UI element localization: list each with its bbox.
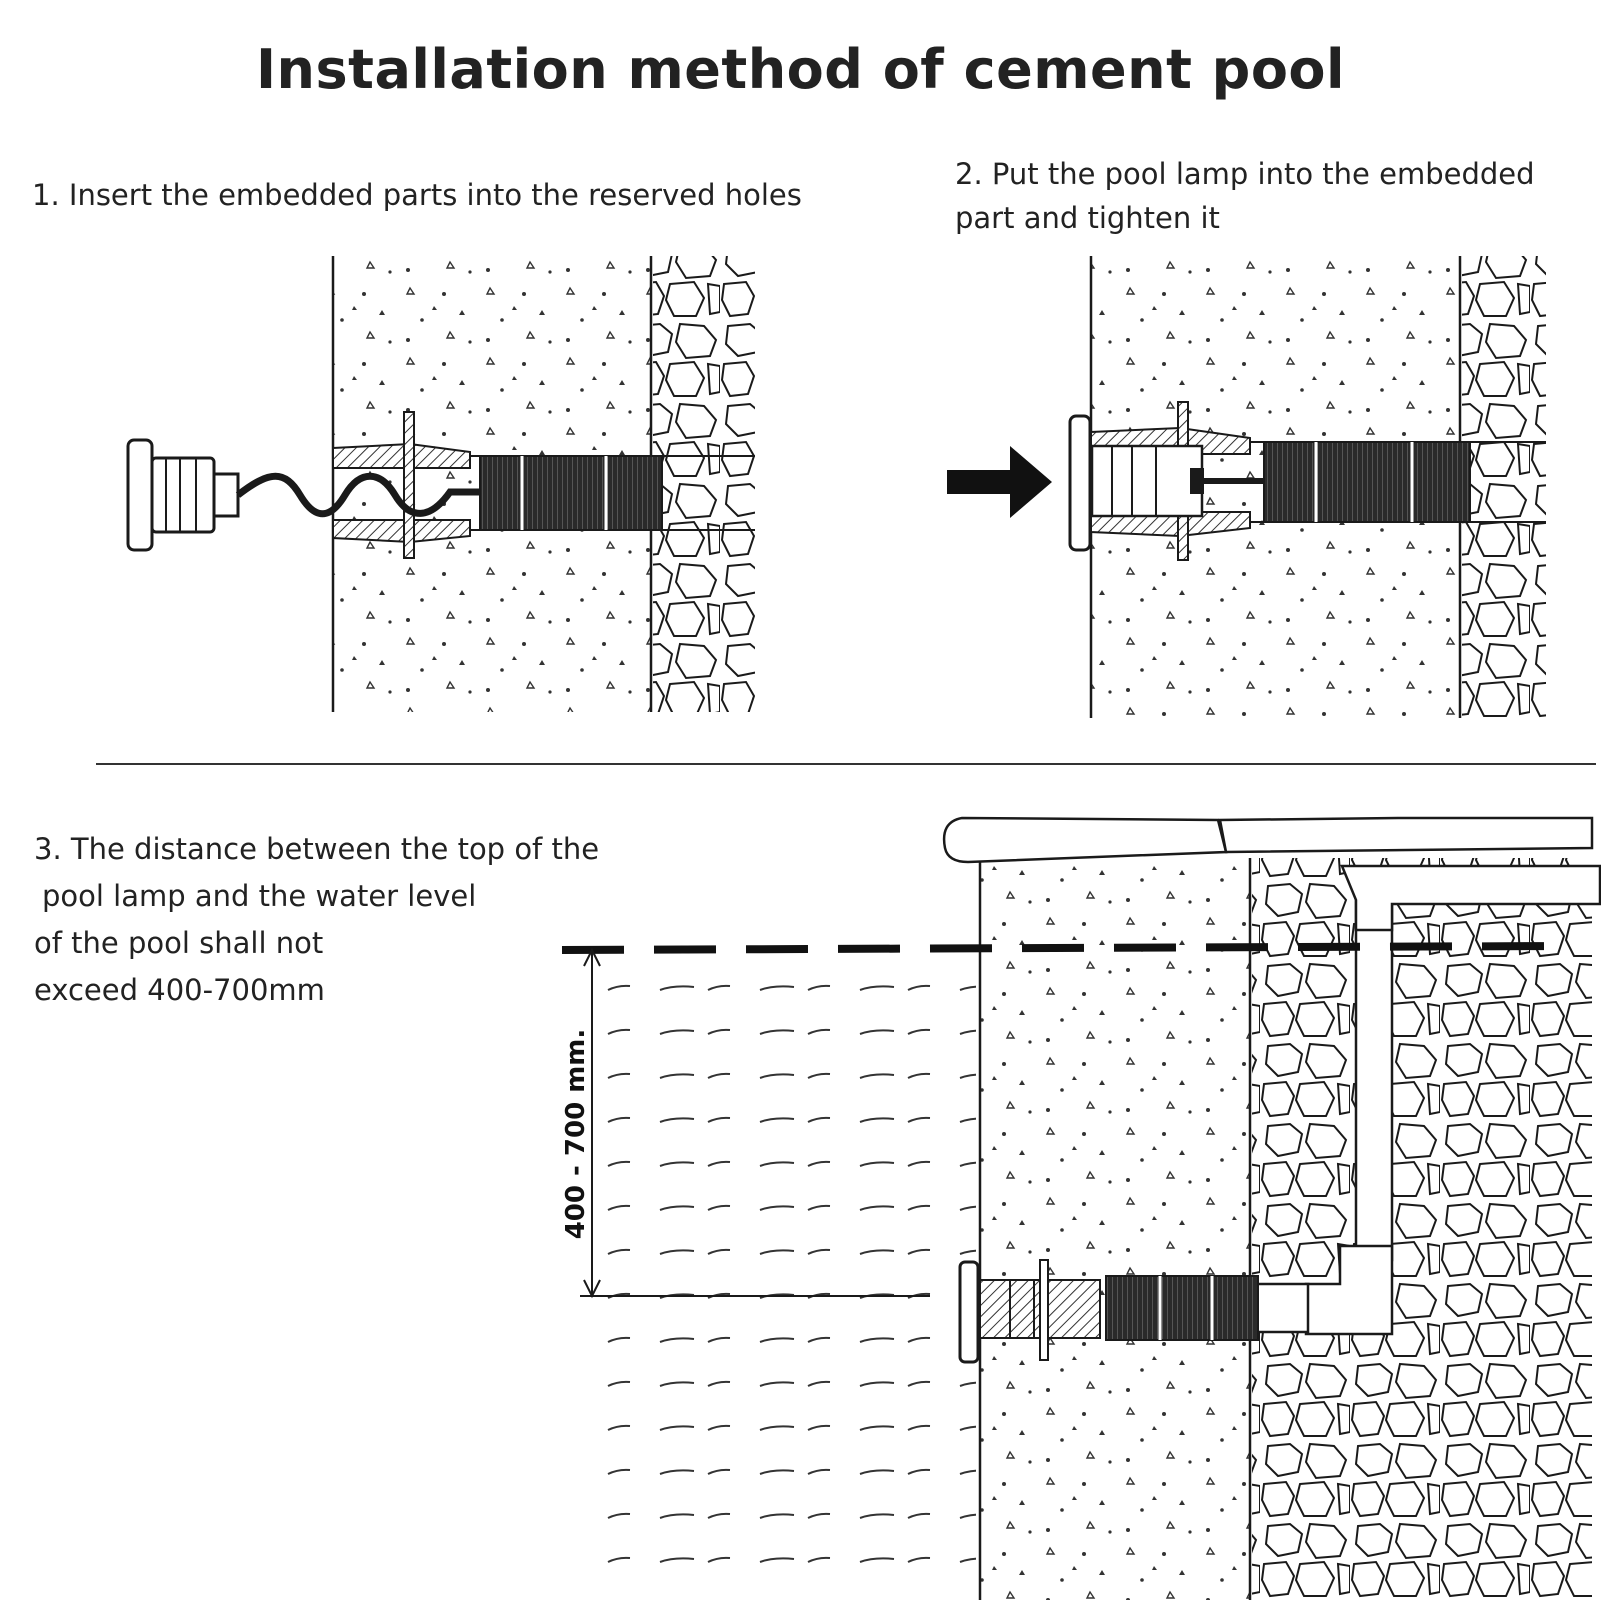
page-title: Installation method of cement pool (255, 38, 1346, 101)
diagram-step-2 (947, 256, 1546, 718)
diagram-step-3: 400 - 700 mm. (561, 816, 1601, 1600)
pipe-elbow-icon (1254, 864, 1601, 1336)
dimension-label: 400 - 700 mm. (561, 1029, 591, 1240)
step-2-line-2: part and tighten it (955, 201, 1220, 235)
water-level-line (561, 942, 1561, 954)
pool-lamp-installed-icon (1068, 414, 1264, 552)
pool-water (596, 952, 976, 1600)
conduit-1 (479, 455, 663, 531)
step-3-text: 3. The distance between the top of the p… (34, 826, 634, 1014)
stone-layer-2 (1462, 256, 1546, 718)
diagram-step-1 (126, 256, 755, 712)
step-3-line-3: of the pool shall not (34, 926, 324, 960)
concrete-wall-3 (980, 858, 1250, 1600)
arrow-right-icon (947, 446, 1052, 518)
pool-coping (942, 816, 1228, 864)
step-1-text: 1. Insert the embedded parts into the re… (32, 178, 802, 212)
lamp-cable-1 (235, 472, 480, 518)
step-3-line-4: exceed 400-700mm (34, 973, 325, 1007)
pool-lamp-icon (126, 438, 240, 552)
step-2-line-1: 2. Put the pool lamp into the embedded (955, 157, 1535, 191)
section-divider (96, 763, 1596, 765)
conduit-2 (1263, 441, 1471, 523)
stone-layer-3 (1252, 858, 1592, 1600)
embedded-part-1 (332, 411, 471, 559)
step-2-text: 2. Put the pool lamp into the embedded p… (955, 152, 1575, 240)
pool-lamp-wall-icon (958, 1259, 1101, 1364)
step-3-line-2: pool lamp and the water level (42, 879, 477, 913)
step-3-line-1: 3. The distance between the top of the (34, 832, 600, 866)
conduit-3 (1105, 1275, 1259, 1341)
stone-layer-1 (653, 256, 755, 712)
